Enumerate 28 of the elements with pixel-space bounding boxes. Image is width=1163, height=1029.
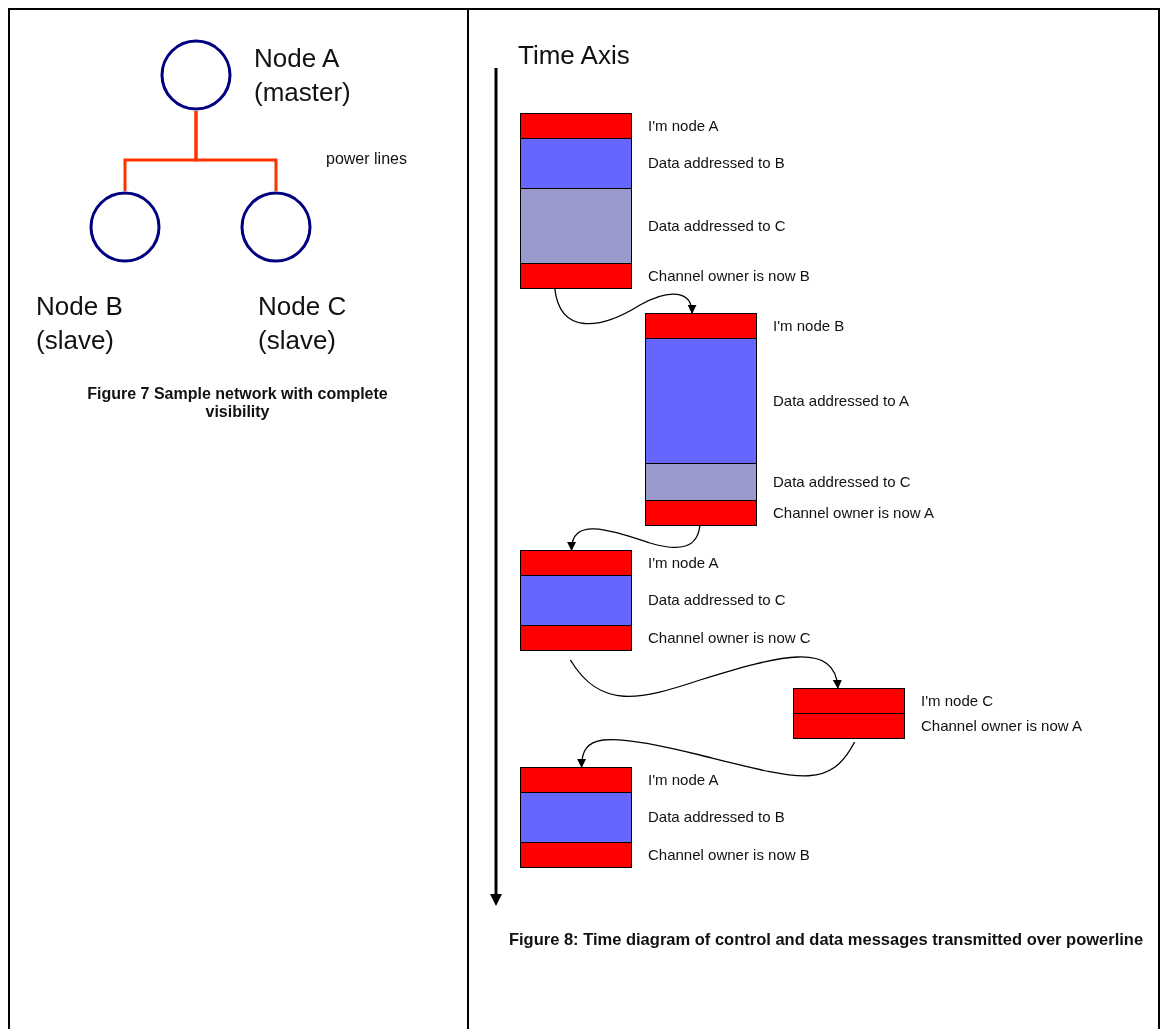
segment-label: I'm node B [773,316,845,335]
axis-label: Time Axis [518,39,630,72]
segment-label: I'm node A [648,553,719,572]
segment-label: Data addressed to B [648,154,785,172]
segment-label: Channel owner is now B [648,266,810,285]
segment-label: Data addressed to C [648,591,786,609]
segment-label: Data addressed to A [773,391,909,410]
segment-label: Data addressed to C [773,472,911,491]
power-line [194,111,278,191]
arrow [569,656,842,697]
bus-label: power lines [326,150,407,168]
node-label: Node C (slave) [258,290,348,357]
segment-label: Channel owner is now B [648,845,810,864]
arrow [554,287,696,325]
segment-label: I'm node C [921,691,994,710]
figure-caption: Figure 8: Time diagram of control and data messages transmitted over powerline [507,930,1145,948]
segment-label: Data addressed to B [648,808,785,826]
segment-label: I'm node A [648,116,719,135]
segment-label: Channel owner is now A [921,716,1082,735]
segment-label: I'm node A [648,770,719,789]
figure-caption: Figure 7 Sample network with complete visibility [86,385,389,421]
node-label: Node B (slave) [36,290,124,357]
segment-label: Channel owner is now C [648,628,811,647]
arrow [577,738,856,777]
segment-label: Data addressed to C [648,216,786,235]
segment-label: Channel owner is now A [773,503,934,522]
node-label: Node A (master) [254,42,352,109]
arrow [567,524,701,551]
